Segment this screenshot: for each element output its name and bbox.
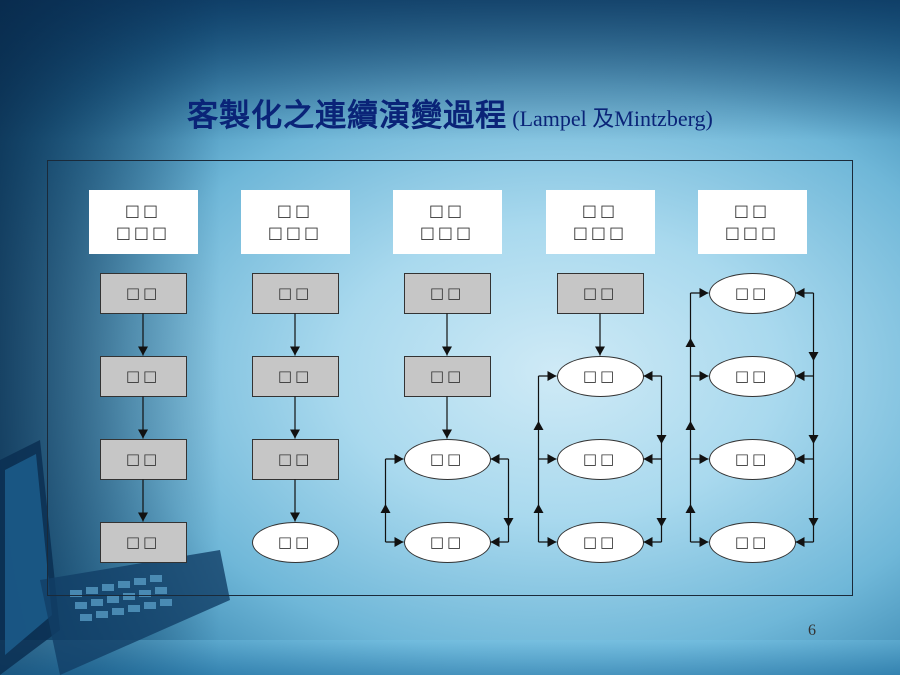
process-box: □□ xyxy=(251,355,339,397)
column-header-line: □□□ xyxy=(724,223,780,242)
process-oval: □□ xyxy=(708,438,796,480)
process-box: □□ xyxy=(403,272,491,314)
column-header: □□□□□ xyxy=(392,190,502,254)
column-header: □□□□□ xyxy=(88,190,198,254)
process-oval: □□ xyxy=(556,355,644,397)
process-oval: □□ xyxy=(251,521,339,563)
column-header: □□□□□ xyxy=(240,190,350,254)
column-header-line: □□ xyxy=(733,201,771,220)
column-header-line: □□□ xyxy=(572,223,628,242)
process-box: □□ xyxy=(403,355,491,397)
column-header: □□□□□ xyxy=(697,190,807,254)
column-header-line: □□ xyxy=(276,201,314,220)
slide-title: 客製化之連續演變過程 (Lampel 及Mintzberg) xyxy=(0,90,900,135)
process-box: □□ xyxy=(99,438,187,480)
column-header-line: □□ xyxy=(124,201,162,220)
process-oval: □□ xyxy=(708,521,796,563)
diagram-frame xyxy=(47,160,853,596)
title-english: (Lampel 及Mintzberg) xyxy=(512,106,713,131)
process-oval: □□ xyxy=(556,521,644,563)
column-header-line: □□□ xyxy=(419,223,475,242)
process-oval: □□ xyxy=(403,521,491,563)
process-oval: □□ xyxy=(403,438,491,480)
process-box: □□ xyxy=(251,438,339,480)
title-chinese: 客製化之連續演變過程 xyxy=(187,98,508,134)
process-oval: □□ xyxy=(556,438,644,480)
laptop-illustration xyxy=(0,440,230,675)
process-box: □□ xyxy=(99,521,187,563)
column-header-line: □□ xyxy=(428,201,466,220)
column-header-line: □□□ xyxy=(115,223,171,242)
column-header: □□□□□ xyxy=(545,190,655,254)
process-box: □□ xyxy=(99,272,187,314)
process-box: □□ xyxy=(556,272,644,314)
process-oval: □□ xyxy=(708,272,796,314)
column-header-line: □□ xyxy=(581,201,619,220)
background-bottom-strip xyxy=(0,640,900,675)
process-box: □□ xyxy=(251,272,339,314)
column-header-line: □□□ xyxy=(267,223,323,242)
process-box: □□ xyxy=(99,355,187,397)
process-oval: □□ xyxy=(708,355,796,397)
page-number: 6 xyxy=(808,622,816,639)
